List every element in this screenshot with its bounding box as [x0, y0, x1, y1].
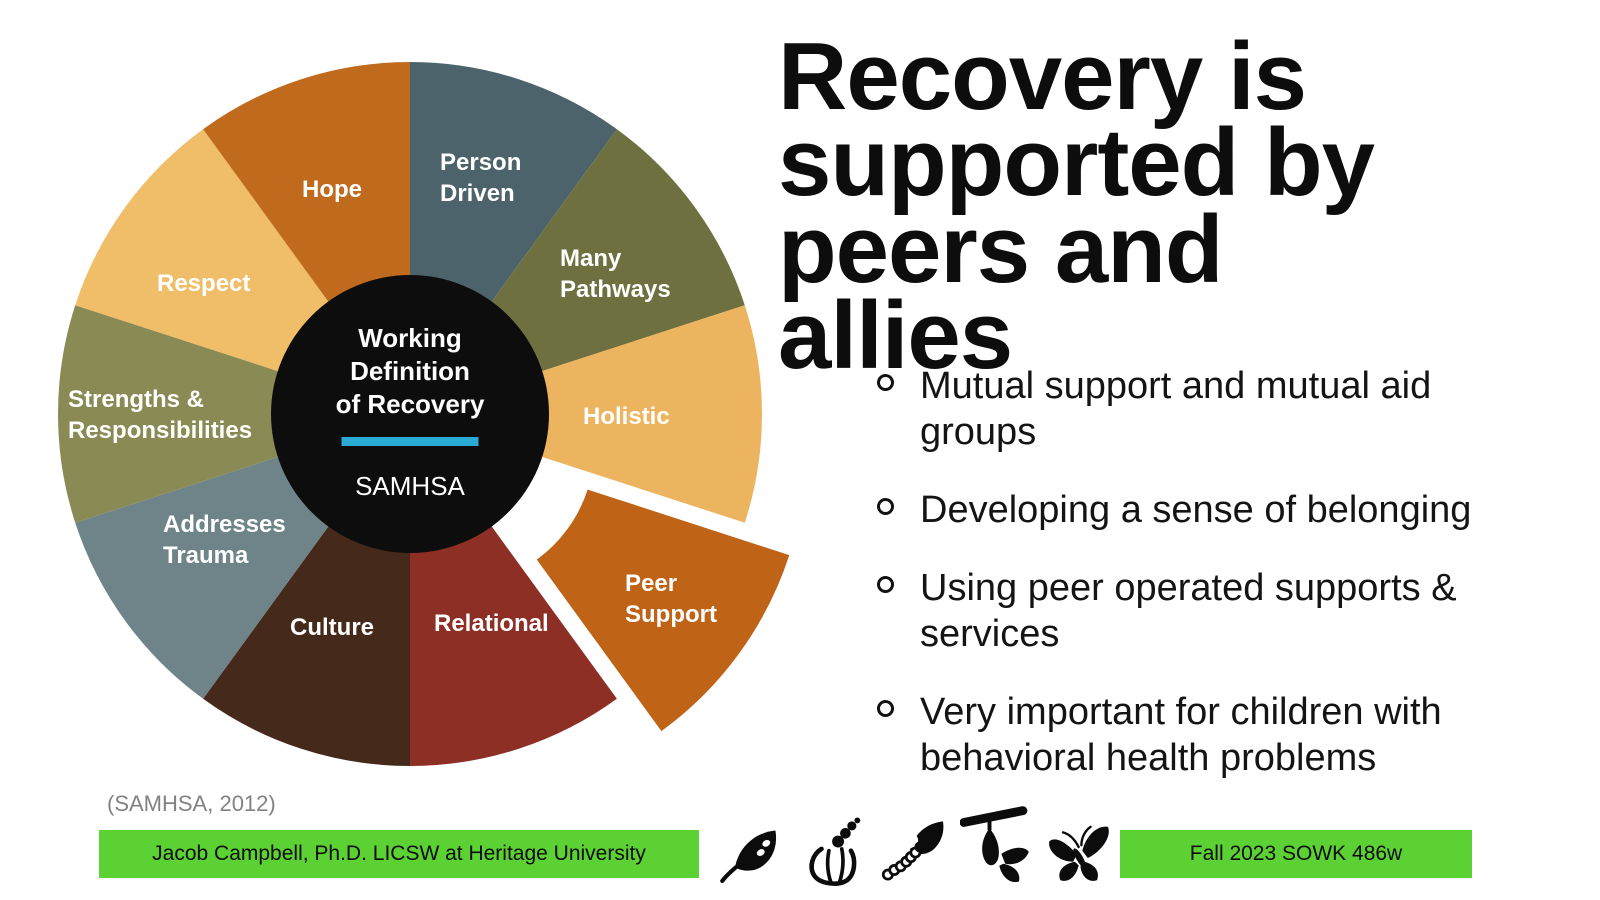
author-badge: Jacob Campbell, Ph.D. LICSW at Heritage …: [99, 830, 699, 878]
circle-bullet-icon: [877, 497, 894, 515]
chart-center-title-line: of Recovery: [336, 389, 485, 419]
slice-label-strengths-responsibilities: Strengths &Responsibilities: [68, 386, 252, 444]
citation-text: (SAMHSA, 2012): [107, 791, 276, 816]
bullet-item: Using peer operated supports & services: [877, 566, 1477, 658]
caterpillar-icon: [881, 821, 944, 881]
bullet-text: Mutual support and mutual aid groups: [920, 365, 1432, 453]
slice-label-relational: Relational: [434, 610, 549, 637]
slice-label-respect: Respect: [157, 270, 250, 297]
bullet-item: Developing a sense of belonging: [877, 488, 1477, 534]
circle-bullet-icon: [877, 575, 894, 593]
chart-center-circle: [271, 275, 549, 553]
bullet-text: Very important for children with behavio…: [920, 690, 1442, 779]
hatching-larva-icon: [809, 817, 861, 886]
pie-slice-strengths-responsibilities: [58, 305, 410, 523]
bullet-text: Using peer operated supports & services: [920, 566, 1457, 655]
chart-center-title-line: Definition: [350, 356, 470, 386]
bullet-list: Mutual support and mutual aid groups Dev…: [877, 364, 1477, 814]
slice-label-hope: Hope: [302, 176, 362, 203]
bullet-item: Mutual support and mutual aid groups: [877, 364, 1477, 456]
course-badge: Fall 2023 SOWK 486w: [1120, 830, 1472, 878]
butterfly-icon: [1049, 825, 1109, 881]
pie-slice-holistic: [410, 305, 762, 523]
egg-on-leaf-icon: [720, 830, 777, 884]
bullet-item: Very important for children with behavio…: [877, 690, 1477, 782]
butterfly-lifecycle-icons: [718, 800, 1118, 892]
circle-bullet-icon: [877, 374, 894, 391]
chrysalis-emerging-icon: [960, 806, 1030, 883]
slice-label-culture: Culture: [290, 614, 374, 641]
circle-bullet-icon: [877, 699, 894, 717]
slide-title: Recovery is supported by peers and allie…: [778, 23, 1375, 390]
pie-slice-peer-support: [536, 489, 790, 732]
center-divider-bar: [341, 437, 479, 446]
chart-center-subtitle: SAMHSA: [355, 471, 465, 501]
bullet-text: Developing a sense of belonging: [920, 488, 1472, 531]
chart-center-title-line: Working: [358, 323, 462, 353]
slice-label-holistic: Holistic: [583, 403, 670, 430]
